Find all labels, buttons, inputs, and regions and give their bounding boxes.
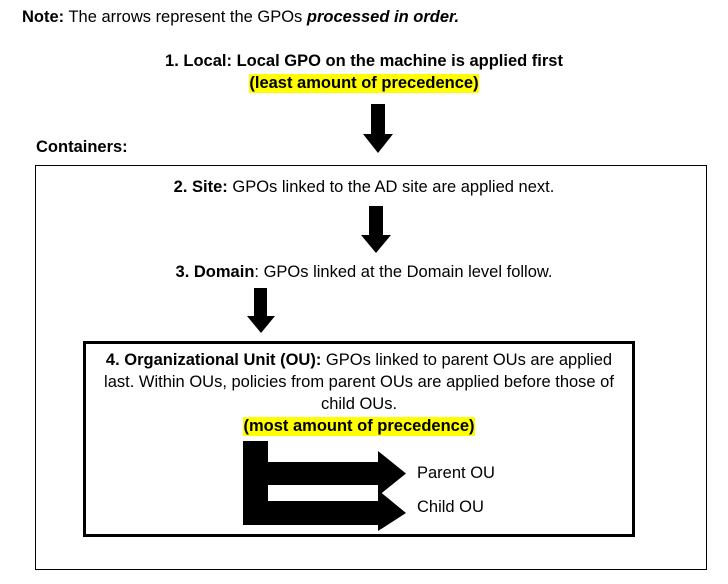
step-1-name: Local: [183,52,232,70]
branch-arrows-right-icon [243,441,413,531]
note-line: Note: The arrows represent the GPOs proc… [22,8,459,27]
step-4-description: GPOs linked to parent OUs are applied la… [104,351,614,413]
step-4-name: Organizational Unit (OU): [124,351,322,369]
note-label: Note: [22,8,65,26]
step-4-ou: 4. Organizational Unit (OU): GPOs linked… [90,350,628,438]
step-3-description: : GPOs linked at the Domain level follow… [254,263,553,281]
step-3-domain: 3. Domain: GPOs linked at the Domain lev… [0,263,728,282]
arrow-down-icon-step1-to-step2 [362,104,394,154]
step-2-description: GPOs linked to the AD site are applied n… [227,178,555,196]
step-1-description: Local GPO on the machine is applied firs… [231,52,563,70]
arrow-down-icon-step2-to-step3 [360,206,392,254]
step-3-name: Domain [193,263,255,281]
step-3-number: 3. [175,263,190,281]
step-2-name: Site: [192,178,228,196]
branch-label-child-ou: Child OU [417,498,484,516]
branch-label-parent-ou: Parent OU [417,464,495,482]
step-1-number: 1. [165,52,179,70]
arrow-down-icon-step3-to-step4 [246,288,276,334]
step-4-number: 4. [105,351,120,369]
organizational-unit-box [83,341,635,537]
containers-label: Containers: [36,138,128,156]
step-1-precedence-highlight: (least amount of precedence) [249,74,479,94]
step-2-number: 2. [173,178,188,196]
step-2-site: 2. Site: GPOs linked to the AD site are … [0,178,728,197]
note-text-italic: processed in order. [306,8,460,26]
step-4-precedence-line: (most amount of precedence) [90,416,628,438]
step-4-precedence-highlight: (most amount of precedence) [243,417,475,437]
note-text-regular: The arrows represent the GPOs [64,8,307,26]
containers-box [35,165,707,570]
step-1-precedence-line: (least amount of precedence) [0,74,728,94]
step-1-local: 1. Local: Local GPO on the machine is ap… [0,52,728,94]
